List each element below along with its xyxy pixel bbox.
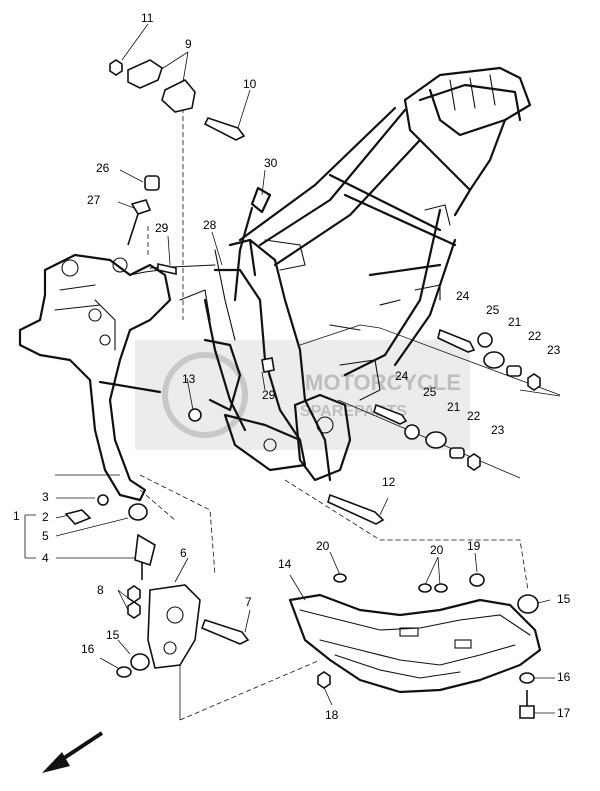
callout-15-right: 15 (557, 592, 571, 606)
nut-11 (109, 59, 123, 76)
bracket-9b (161, 79, 196, 113)
callout-9: 9 (185, 37, 192, 51)
callout-2: 2 (42, 510, 49, 524)
damper-5 (128, 503, 148, 521)
callout-20-right: 20 (430, 543, 444, 557)
callout-8: 8 (97, 583, 104, 597)
spacer-21b (425, 431, 447, 449)
damper-15b (517, 594, 539, 614)
callout-25-upper: 25 (486, 303, 500, 317)
washer-25b (404, 424, 420, 440)
bolt-29b (261, 357, 275, 373)
callout-4: 4 (42, 551, 49, 565)
callout-7: 7 (245, 595, 252, 609)
bolt-17 (519, 690, 535, 719)
bolt-23a (437, 328, 476, 353)
bolt-12 (327, 493, 385, 525)
callout-26: 26 (96, 161, 110, 175)
collar-16b (519, 672, 535, 684)
small-parts (64, 59, 541, 678)
bracket-9a (127, 59, 163, 89)
callout-24-upper: 23 (547, 343, 561, 357)
main-frame (179, 66, 532, 482)
callout-17: 17 (557, 706, 571, 720)
callout-21-lower: 21 (447, 400, 461, 414)
callout-15-left: 15 (106, 628, 120, 642)
engine-front-bracket (18, 253, 216, 502)
cable-28 (214, 249, 236, 341)
collar-16a (116, 666, 132, 678)
collar-22b (449, 447, 465, 459)
callout-14: 14 (278, 557, 292, 571)
grommet-20c (434, 583, 448, 593)
callout-29-upper: 29 (155, 221, 169, 235)
watermark: MOTORCYCLE SPAREPARTS (135, 340, 470, 450)
bolt-7 (200, 619, 250, 645)
collar-22a (506, 365, 522, 377)
washer-13 (188, 408, 202, 422)
callout-16-left: 16 (81, 642, 95, 656)
cap-26 (144, 175, 160, 191)
bolt-29a (157, 263, 177, 275)
callout-30: 30 (264, 156, 278, 170)
hose-30 (250, 186, 272, 214)
callout-10: 10 (243, 77, 257, 91)
washer-3 (97, 494, 109, 506)
callout-23-lower: 24 (395, 369, 409, 383)
nut-18 (317, 671, 331, 689)
callout-18: 18 (325, 708, 339, 722)
callout-6: 6 (180, 546, 187, 560)
callout-29-lower: 29 (262, 388, 276, 402)
grommet-20a (333, 573, 347, 583)
skid-plate (288, 573, 542, 719)
watermark-line1: MOTORCYCLE (305, 370, 461, 395)
nut-24b (467, 453, 481, 471)
callout-25-lower: 25 (423, 385, 437, 399)
callout-labels: 11 9 10 26 30 27 29 28 24 25 21 22 23 13… (13, 11, 571, 722)
leader-lines (24, 23, 561, 721)
front-direction-arrow (42, 731, 104, 773)
bolt-27 (127, 199, 152, 246)
callout-12: 12 (382, 475, 396, 489)
bracket-6 (147, 584, 201, 669)
bolt-4 (134, 533, 156, 580)
callout-24-lower: 23 (491, 423, 505, 437)
callout-3: 3 (42, 490, 49, 504)
callout-21-upper: 21 (508, 315, 522, 329)
callout-27: 27 (87, 193, 101, 207)
bolt-23b (373, 403, 408, 425)
nut-24a (527, 373, 541, 391)
callout-5: 5 (42, 529, 49, 543)
callout-19: 19 (467, 539, 481, 553)
callout-11: 11 (141, 11, 154, 25)
callout-28: 28 (203, 218, 217, 232)
nut-8a (127, 585, 141, 603)
grommet-20b (418, 583, 432, 593)
callout-22-lower: 22 (467, 409, 481, 423)
callout-23-upper: 24 (456, 289, 470, 303)
nut-8b (127, 601, 141, 619)
washer-25a (477, 332, 493, 348)
spacer-21a (483, 351, 505, 369)
grommet-19 (469, 573, 485, 587)
bolt-10 (203, 117, 246, 141)
bolt-2 (64, 509, 92, 525)
damper-15a (130, 653, 150, 671)
callout-16-right: 16 (557, 670, 571, 684)
callout-13: 13 (182, 372, 196, 386)
callout-20-left: 20 (316, 539, 330, 553)
callout-1: 1 (13, 509, 20, 523)
callout-22-upper: 22 (528, 329, 542, 343)
